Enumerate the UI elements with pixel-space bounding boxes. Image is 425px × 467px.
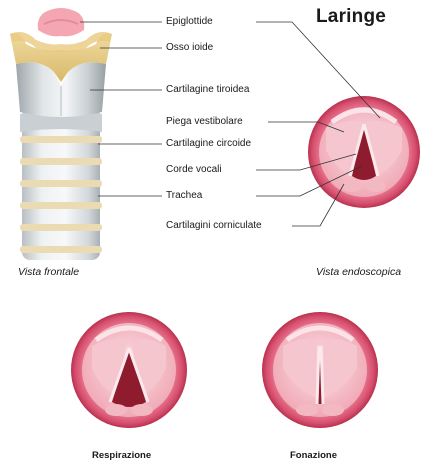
endoscopic-view-main — [308, 96, 420, 208]
caption-fonazione: Fonazione — [290, 450, 337, 461]
label-cartilagine-circoide: Cartilagine circoide — [166, 138, 251, 150]
label-cartilagini-corniculate: Cartilagini corniculate — [166, 220, 262, 232]
label-osso-ioide: Osso ioide — [166, 42, 213, 54]
label-corde-vocali: Corde vocali — [166, 164, 222, 176]
endoscopic-view-phonation — [262, 312, 378, 428]
label-piega-vestibolare: Piega vestibolare — [166, 116, 243, 128]
caption-vista-frontale: Vista frontale — [18, 266, 79, 278]
label-trachea: Trachea — [166, 190, 202, 202]
caption-vista-endoscopica: Vista endoscopica — [316, 266, 401, 278]
endoscopic-view-respiration — [71, 312, 187, 428]
diagram-title: Laringe — [316, 6, 386, 28]
label-cartilagine-tiroidea: Cartilagine tiroidea — [166, 84, 249, 96]
front-view-larynx — [10, 8, 112, 260]
label-epiglottide: Epiglottide — [166, 16, 213, 28]
caption-respirazione: Respirazione — [92, 450, 151, 461]
